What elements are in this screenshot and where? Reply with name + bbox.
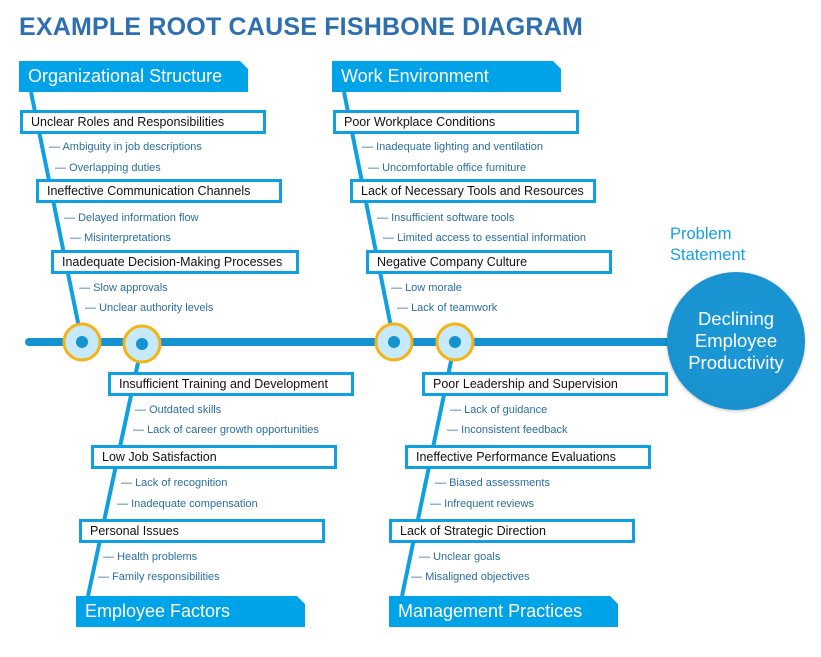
subcause: — Unclear authority levels bbox=[85, 302, 214, 314]
category-employee-factors: Employee Factors bbox=[76, 596, 305, 627]
subcause: — Overlapping duties bbox=[55, 162, 161, 174]
subcause: — Inconsistent feedback bbox=[447, 424, 568, 436]
category-organizational-structure: Organizational Structure bbox=[19, 61, 248, 92]
problem-statement-head: Declining Employee Productivity bbox=[667, 272, 805, 410]
subcause: — Inadequate lighting and ventilation bbox=[362, 141, 544, 153]
subcause: — Misaligned objectives bbox=[411, 571, 530, 583]
subcause: — Slow approvals bbox=[79, 282, 168, 294]
subcause: — Lack of teamwork bbox=[397, 302, 498, 314]
subcause: — Limited access to essential informatio… bbox=[383, 232, 586, 244]
subcause: — Low morale bbox=[391, 282, 462, 294]
category-work-environment: Work Environment bbox=[332, 61, 561, 92]
subcause: — Misinterpretations bbox=[70, 232, 171, 244]
cause-box: Poor Leadership and Supervision bbox=[422, 372, 668, 396]
subcause: — Infrequent reviews bbox=[430, 498, 534, 510]
cause-box: Lack of Strategic Direction bbox=[389, 519, 635, 543]
subcause: — Ambiguity in job descriptions bbox=[49, 141, 202, 153]
subcause: — Insufficient software tools bbox=[377, 212, 515, 224]
subcause: — Outdated skills bbox=[135, 404, 222, 416]
subcause: — Delayed information flow bbox=[64, 212, 199, 224]
cause-box: Unclear Roles and Responsibilities bbox=[20, 110, 266, 134]
problem-statement-label: Problem Statement bbox=[670, 224, 745, 266]
joint-management-practices bbox=[435, 322, 475, 362]
joint-work-environment bbox=[374, 322, 414, 362]
cause-box: Insufficient Training and Development bbox=[108, 372, 354, 396]
problem-text-line: Declining bbox=[697, 308, 775, 329]
subcause: — Inadequate compensation bbox=[117, 498, 258, 510]
problem-label-line: Problem bbox=[670, 225, 732, 243]
joint-organizational-structure bbox=[62, 322, 102, 362]
cause-box: Ineffective Communication Channels bbox=[36, 179, 282, 203]
subcause: — Lack of career growth opportunities bbox=[133, 424, 319, 436]
subcause: — Uncomfortable office furniture bbox=[368, 162, 527, 174]
category-management-practices: Management Practices bbox=[389, 596, 618, 627]
subcause: — Lack of guidance bbox=[450, 404, 548, 416]
cause-box: Personal Issues bbox=[79, 519, 325, 543]
diagram-title: EXAMPLE ROOT CAUSE FISHBONE DIAGRAM bbox=[19, 13, 583, 41]
problem-text-line: Employee bbox=[694, 330, 778, 351]
problem-label-line: Statement bbox=[670, 246, 746, 264]
subcause: — Biased assessments bbox=[435, 477, 550, 489]
subcause: — Family responsibilities bbox=[98, 571, 220, 583]
subcause: — Lack of recognition bbox=[121, 477, 228, 489]
cause-box: Negative Company Culture bbox=[366, 250, 612, 274]
subcause: — Unclear goals bbox=[419, 551, 501, 563]
cause-box: Poor Workplace Conditions bbox=[333, 110, 579, 134]
cause-box: Lack of Necessary Tools and Resources bbox=[350, 179, 596, 203]
problem-text-line: Productivity bbox=[688, 352, 784, 373]
subcause: — Health problems bbox=[103, 551, 198, 563]
cause-box: Inadequate Decision-Making Processes bbox=[51, 250, 299, 274]
joint-employee-factors bbox=[122, 324, 162, 364]
cause-box: Low Job Satisfaction bbox=[91, 445, 337, 469]
cause-box: Ineffective Performance Evaluations bbox=[405, 445, 651, 469]
